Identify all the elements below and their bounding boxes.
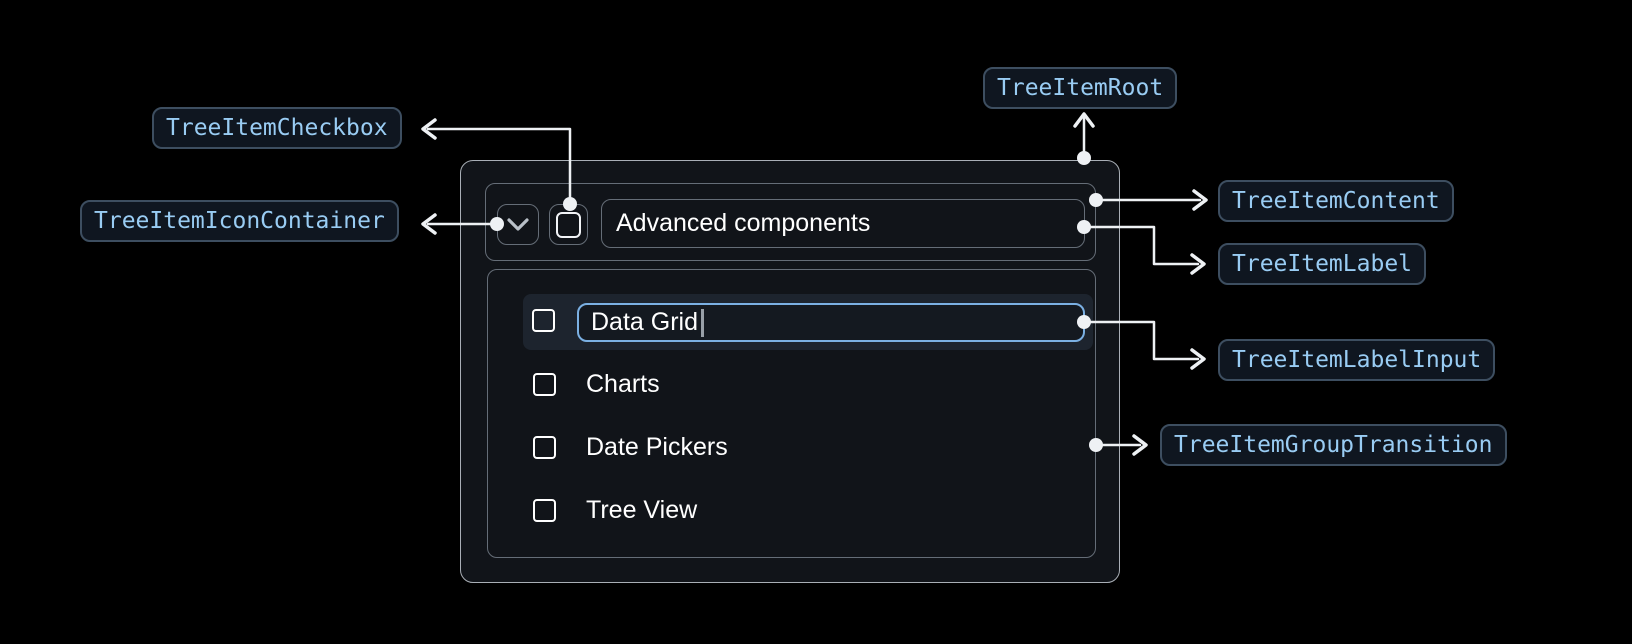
- arrowhead-left: [421, 118, 437, 140]
- annotation-tree-item-group-transition: TreeItemGroupTransition: [1160, 424, 1507, 466]
- label-input-value: Data Grid: [591, 308, 698, 336]
- annotation-label: TreeItemIconContainer: [94, 208, 385, 234]
- annotation-label: TreeItemLabelInput: [1232, 347, 1482, 373]
- arrowhead-up: [1073, 112, 1095, 128]
- arrowhead-left: [421, 213, 437, 235]
- annotation-tree-item-icon-container: TreeItemIconContainer: [80, 200, 399, 242]
- tree-row-editing[interactable]: Data Grid: [523, 294, 1093, 350]
- tree-item-checkbox[interactable]: [549, 204, 588, 245]
- tree-item-label: Date Pickers: [586, 432, 728, 461]
- annotation-label: TreeItemLabel: [1232, 251, 1413, 277]
- annotation-tree-item-root: TreeItemRoot: [983, 67, 1178, 109]
- checkbox-unchecked-icon: [556, 211, 581, 238]
- tree-item-root: [460, 160, 1120, 583]
- tree-item-icon-container[interactable]: [497, 204, 539, 245]
- annotation-label: TreeItemRoot: [997, 75, 1164, 101]
- annotation-tree-item-label: TreeItemLabel: [1218, 243, 1427, 285]
- arrowhead-right: [1190, 253, 1206, 275]
- tree-item-checkbox[interactable]: [532, 309, 555, 332]
- tree-row[interactable]: Tree View: [533, 495, 698, 524]
- arrowhead-right: [1132, 434, 1148, 456]
- tree-item-checkbox[interactable]: [533, 498, 556, 522]
- arrowhead-right: [1192, 189, 1208, 211]
- annotation-tree-item-label-input: TreeItemLabelInput: [1218, 339, 1496, 381]
- tree-item-label-input[interactable]: Data Grid: [577, 303, 1085, 342]
- text-caret: [700, 308, 704, 337]
- tree-row[interactable]: Charts: [533, 369, 660, 398]
- parent-label-text: Advanced components: [616, 209, 871, 237]
- annotation-tree-item-content: TreeItemContent: [1218, 180, 1454, 222]
- annotation-label: TreeItemContent: [1232, 188, 1440, 214]
- chevron-down-icon: [507, 217, 529, 231]
- tree-item-content[interactable]: [485, 183, 1096, 261]
- tree-row[interactable]: Date Pickers: [533, 432, 728, 461]
- tree-item-group-transition: [487, 269, 1096, 558]
- annotation-label: TreeItemGroupTransition: [1174, 432, 1493, 458]
- tree-item-label: Tree View: [586, 495, 698, 524]
- annotation-label: TreeItemCheckbox: [166, 115, 388, 141]
- annotation-tree-item-checkbox: TreeItemCheckbox: [152, 107, 402, 149]
- tree-item-label: Charts: [586, 369, 660, 398]
- tree-item-checkbox[interactable]: [533, 372, 556, 396]
- tree-item-label: Advanced components: [601, 199, 1085, 248]
- tree-item-checkbox[interactable]: [533, 435, 556, 459]
- arrowhead-right: [1190, 348, 1206, 370]
